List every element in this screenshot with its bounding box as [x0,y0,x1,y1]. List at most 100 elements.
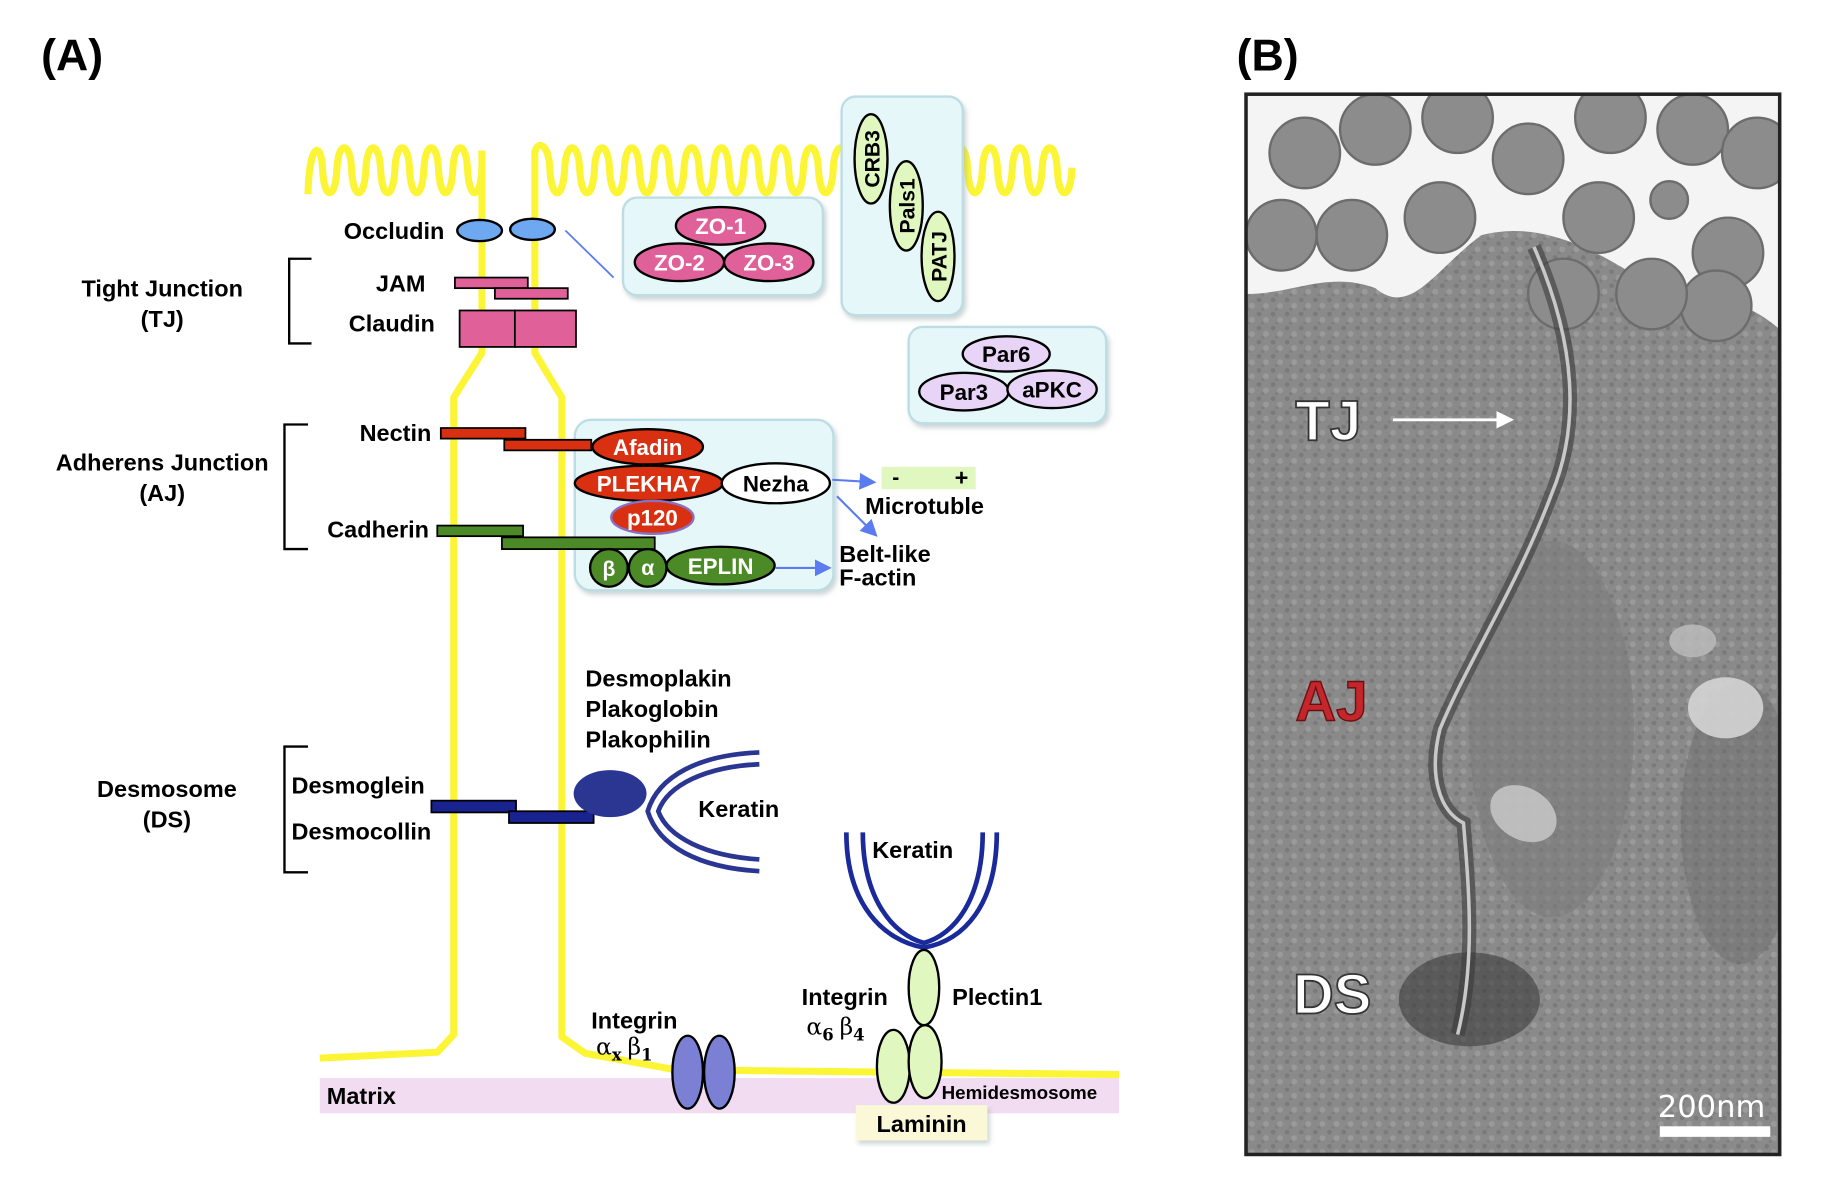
p120-label: p120 [627,506,678,531]
panel-b-micrograph: TJ AJ DS 200nm [1244,92,1782,1157]
cadherin-label: Cadherin [327,516,429,542]
micrograph-aj-label: AJ [1295,670,1367,733]
zo1-protein [674,205,767,246]
cadherin-right [501,536,656,550]
occludin-right [508,217,557,242]
tj-region-abbr: (TJ) [141,306,184,332]
zo2-label: ZO-2 [654,251,705,276]
microtubule-label: Microtuble [865,493,984,519]
keratin-filaments-hemidesmosome [843,832,1000,950]
factin-label-line1: Belt-like [839,541,930,567]
panel-b-label: (B) [1237,32,1299,81]
scale-bar [1659,1126,1771,1137]
integrin-ax-protein [671,1034,705,1110]
plectin1-protein [907,948,941,1027]
occludin-zo-connector [564,229,615,279]
nectin-label: Nectin [360,420,432,446]
aj-region-name: Adherens Junction [56,449,269,475]
jam-label: JAM [376,271,426,297]
par6-protein [961,335,1051,373]
microvillus-cross-section [1615,257,1688,331]
occludin-label: Occludin [344,218,445,244]
panel-a-label: (A) [41,32,103,81]
beta-catenin-label: β [602,558,615,581]
integrin-a6b4-label: Integrin [802,984,888,1010]
microvillus-cross-section [1656,94,1730,166]
apkc-protein [1006,369,1098,410]
plakoglobin-label: Plakoglobin [585,696,718,722]
plekha7-label: PLEKHA7 [597,472,701,497]
jam-left [454,276,529,290]
microtubule-minus: - [892,466,899,489]
microvillus-cross-section [1720,116,1780,190]
desmoglein-cadherin [430,799,517,814]
plectin1-label: Plectin1 [952,984,1042,1010]
integrin-b1-protein [702,1034,736,1110]
pals1-label: Pals1 [897,178,920,233]
hemidesmosome-label: Hemidesmosome [942,1082,1098,1103]
par3-label: Par3 [940,380,988,405]
laminin-box [855,1105,988,1141]
micrograph-tj-label: TJ [1295,389,1361,452]
zo1-label: ZO-1 [695,214,746,239]
alpha-catenin-label: α [641,557,654,580]
panel-a-diagram: Matrix Tight Junction (TJ) Occludin JAM … [56,95,1120,1141]
microvillus-cross-section [1338,94,1412,166]
cadherin-left [436,524,524,538]
p120-protein [610,499,695,535]
micrograph-frame [1244,92,1782,1157]
nezha-microtubule-arrow [832,472,877,490]
keratin-label-desmosome: Keratin [698,796,779,822]
crb3-label: CRB3 [861,130,884,188]
microvillus-cross-section [1268,116,1342,190]
ds-region-abbr: (DS) [143,807,191,833]
microvillus-cross-section [1421,94,1495,155]
microvillus-cross-section [1246,198,1318,272]
microvillus-cross-section [1573,94,1647,155]
keratin-label-hemidesmosome: Keratin [872,837,953,863]
integrin-axb1-label: Integrin [591,1008,677,1034]
par6-label: Par6 [982,342,1030,367]
desmoplakin-label: Desmoplakin [585,666,731,692]
desmoglein-label: Desmoglein [292,773,425,799]
microvillus-cross-section [1315,198,1389,272]
nectin-left [439,427,527,440]
microvillus-cross-section [1562,181,1636,255]
factin-label-line2: F-actin [839,565,916,591]
eplin-label: EPLIN [688,554,754,579]
desmosomal-plaque [573,770,647,818]
claudin-right [513,309,577,348]
claudin-left [458,309,516,348]
microvillus-cross-section [1679,269,1753,343]
crb3-protein [853,112,889,205]
microtubule-bar [881,466,976,490]
microtubule-plus: + [955,465,969,491]
jam-right [493,287,569,300]
integrin-b4-protein [907,1023,943,1100]
scale-bar-label: 200nm [1658,1090,1765,1125]
lateral-membrane-left [319,150,486,1062]
junction-membrane [1433,246,1572,1036]
ds-region-name: Desmosome [97,776,237,802]
pals1-protein [888,160,924,252]
lateral-membrane-right [531,150,1120,1079]
aj-region-abbr: (AJ) [139,480,185,506]
zo3-label: ZO-3 [743,251,794,276]
claudin-label: Claudin [349,311,435,337]
apical-microvilli-left [304,144,486,197]
plakophilin-label: Plakophilin [585,727,710,753]
microvillus-cross-section [1491,122,1565,196]
nezha-factin-arrow [836,495,878,537]
nezha-protein [720,462,832,505]
apkc-label: aPKC [1022,377,1082,402]
keratin-filaments-desmosome [645,750,760,874]
apical-microvilli-right [531,141,1076,197]
occludin-left [456,218,504,243]
microvillus-cross-section [1403,181,1477,255]
aj-bracket [283,423,308,551]
nezha-label: Nezha [743,472,809,497]
nectin-right [503,438,593,452]
